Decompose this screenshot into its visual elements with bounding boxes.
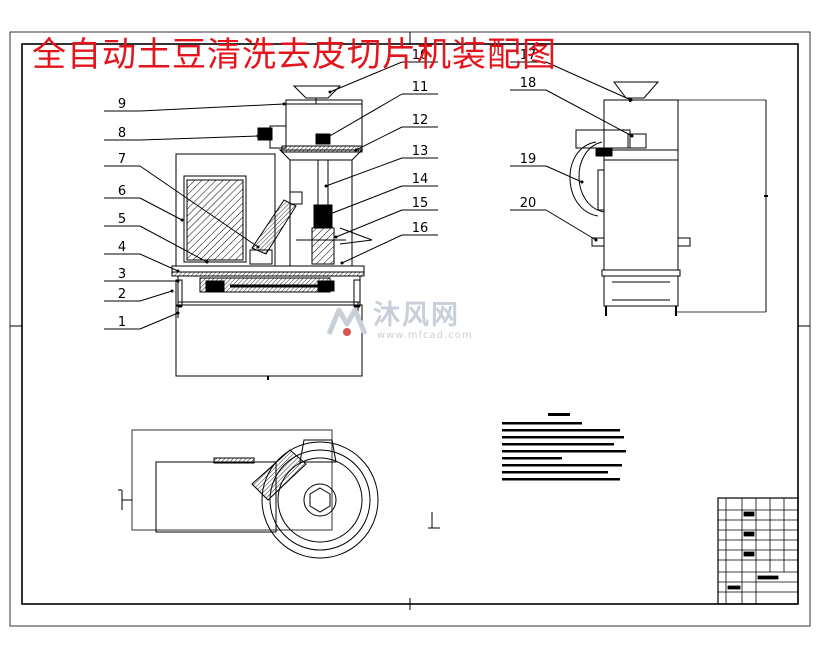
balloon-6: 6 xyxy=(104,184,184,222)
front-view xyxy=(171,85,373,380)
top-view xyxy=(118,429,440,559)
balloon-number: 16 xyxy=(412,221,429,236)
balloon-number: 9 xyxy=(118,97,126,112)
watermark-brand: 沐风网 xyxy=(373,300,460,331)
balloon-number: 11 xyxy=(412,80,429,95)
balloon-3: 3 xyxy=(104,267,180,283)
watermark-logo-icon xyxy=(326,307,368,336)
balloon-12: 12 xyxy=(354,113,438,152)
balloon-number: 6 xyxy=(118,184,126,199)
balloon-number: 7 xyxy=(118,152,126,167)
balloon-10: 10 xyxy=(328,48,438,94)
watermark-url: www.mfcad.com xyxy=(377,330,473,341)
balloon-number: 1 xyxy=(118,315,126,330)
balloon-11: 11 xyxy=(326,80,438,139)
balloon-number: 12 xyxy=(412,113,429,128)
balloon-16: 16 xyxy=(340,221,438,265)
balloon-number: 19 xyxy=(520,152,537,167)
balloon-number: 5 xyxy=(118,212,126,227)
balloon-14: 14 xyxy=(328,172,438,216)
balloon-1: 1 xyxy=(104,311,180,330)
balloon-9: 9 xyxy=(104,97,286,112)
balloon-19: 19 xyxy=(510,152,584,184)
balloon-number: 2 xyxy=(118,287,126,302)
drawing-title: 全自动土豆清洗去皮切片机装配图 xyxy=(32,35,557,75)
balloon-number: 14 xyxy=(412,172,429,187)
balloon-number: 20 xyxy=(520,196,537,211)
balloon-13: 13 xyxy=(324,144,438,188)
balloon-number: 18 xyxy=(520,76,537,91)
technical-notes xyxy=(502,413,626,481)
balloon-17: 17 xyxy=(510,48,633,102)
balloon-8: 8 xyxy=(104,126,260,141)
balloon-20: 20 xyxy=(510,196,598,242)
balloon-2: 2 xyxy=(104,287,174,302)
watermark: 沐风网 www.mfcad.com xyxy=(325,302,495,344)
balloon-number: 3 xyxy=(118,267,126,282)
side-view xyxy=(569,81,768,316)
balloon-number: 10 xyxy=(412,48,429,63)
balloon-number: 15 xyxy=(412,196,429,211)
balloon-number: 4 xyxy=(118,240,126,255)
sheet-frame xyxy=(9,31,811,627)
balloon-number: 17 xyxy=(520,48,537,63)
title-block xyxy=(717,497,799,605)
balloon-number: 8 xyxy=(118,126,126,141)
balloon-15: 15 xyxy=(334,196,438,239)
balloon-number: 13 xyxy=(412,144,429,159)
balloon-4: 4 xyxy=(104,240,180,273)
balloon-18: 18 xyxy=(510,76,634,138)
balloon-7: 7 xyxy=(104,152,260,249)
balloon-5: 5 xyxy=(104,212,209,264)
